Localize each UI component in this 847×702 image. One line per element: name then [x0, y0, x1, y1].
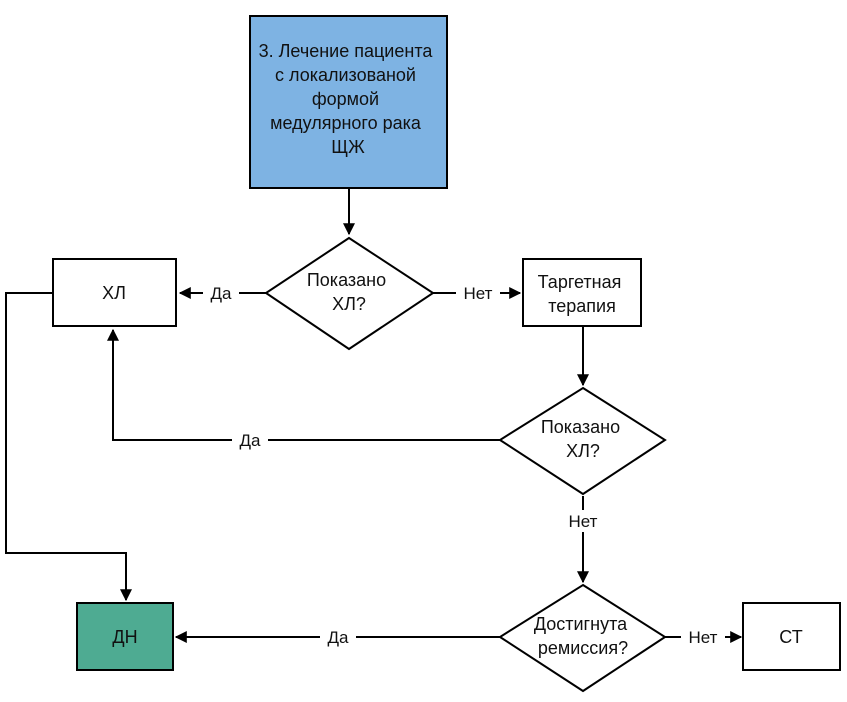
node-st-label: СТ — [779, 627, 802, 647]
node-decision3: Достигнута ремиссия? — [498, 583, 667, 693]
edge-label-d1-yes: Да — [203, 282, 239, 304]
edge-decision2-yes — [107, 328, 500, 441]
node-st: СТ — [742, 602, 841, 671]
node-decision3-label: Достигнута ремиссия? — [534, 614, 632, 658]
node-hl: ХЛ — [52, 258, 177, 327]
node-decision1: Показано ХЛ? — [264, 236, 435, 351]
edge-label-d3-no: Нет — [681, 626, 725, 648]
node-decision2: Показано ХЛ? — [498, 386, 667, 496]
node-start-label: 3. Лечение пациента с локализованой форм… — [259, 41, 438, 157]
edge-label-d3-yes: Да — [320, 626, 356, 648]
svg-text:Да: Да — [328, 628, 350, 647]
edge-label-d2-no: Нет — [561, 510, 605, 532]
node-decision2-label: Показано ХЛ? — [541, 417, 625, 461]
svg-text:Да: Да — [211, 284, 233, 303]
svg-text:Да: Да — [240, 431, 262, 450]
node-hl-label: ХЛ — [102, 283, 126, 303]
node-start: 3. Лечение пациента с локализованой форм… — [249, 15, 448, 189]
svg-text:Нет: Нет — [689, 628, 718, 647]
node-decision1-label: Показано ХЛ? — [307, 270, 391, 314]
node-dn: ДН — [76, 602, 174, 671]
node-dn-label: ДН — [112, 627, 137, 647]
node-target-label: Таргетная терапия — [538, 272, 627, 316]
svg-text:Нет: Нет — [569, 512, 598, 531]
edge-label-d1-no: Нет — [456, 282, 500, 304]
edge-label-d2-yes: Да — [232, 429, 268, 451]
edge-hl-to-dn — [5, 292, 132, 602]
node-target: Таргетная терапия — [522, 258, 642, 327]
svg-text:Нет: Нет — [464, 284, 493, 303]
